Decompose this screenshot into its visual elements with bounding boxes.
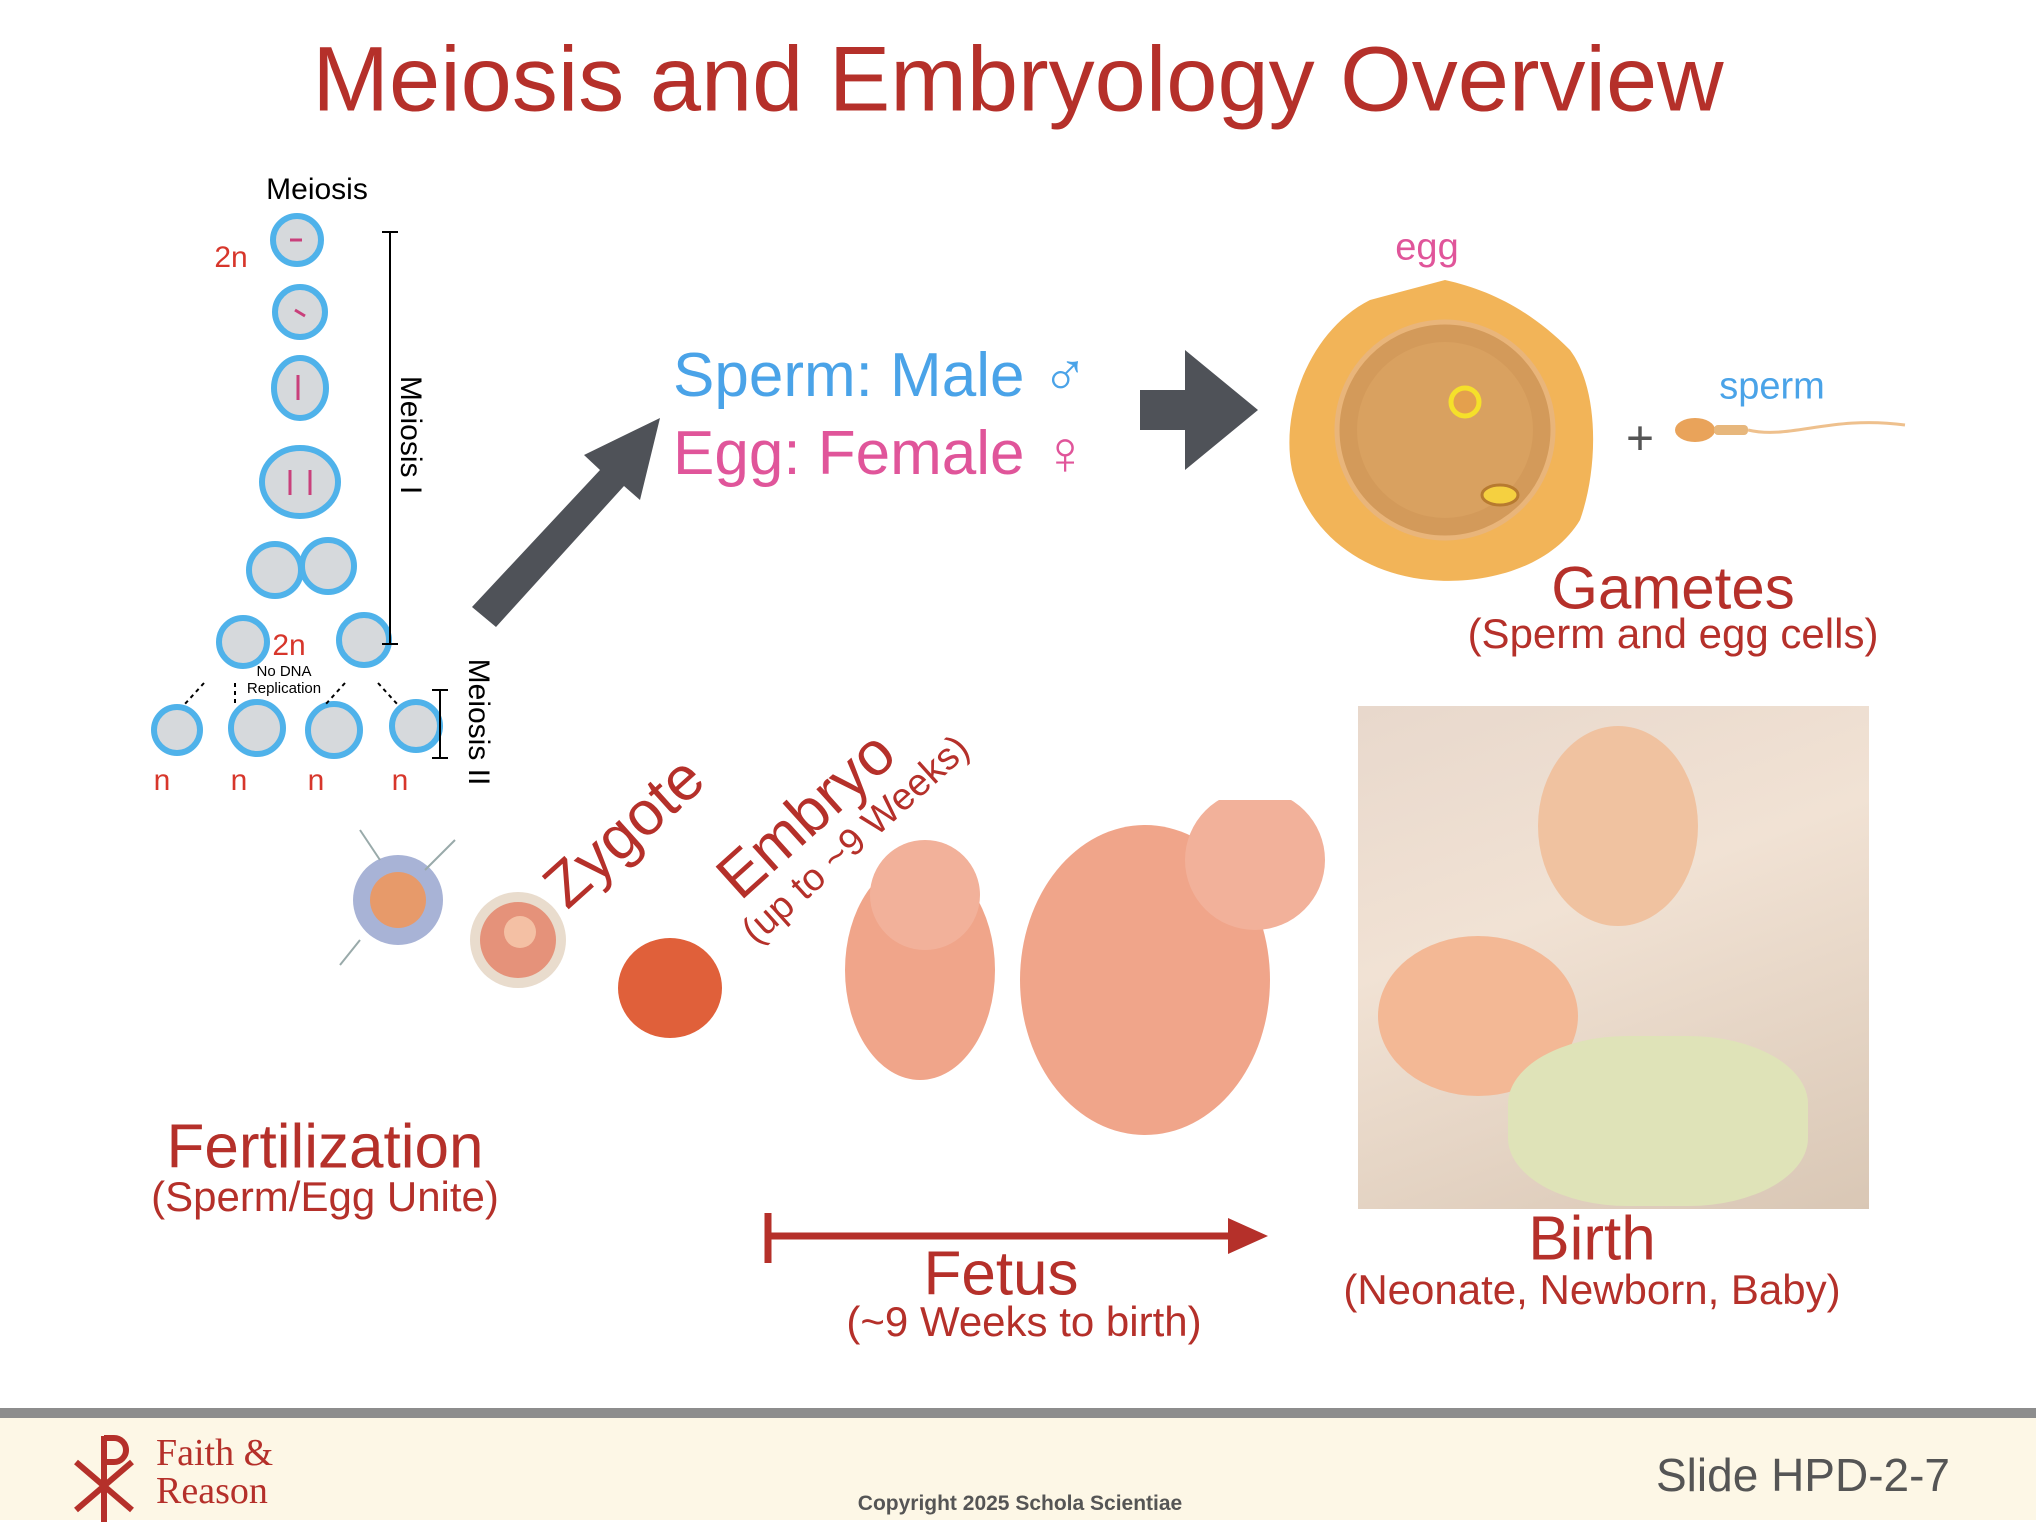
gametes-subtitle: (Sperm and egg cells) [1468,610,1879,658]
egg-label: egg [1395,226,1459,269]
haploid-label: n [153,764,171,797]
fertilization-label: Fertilization [166,1112,484,1182]
sperm-label: sperm [1719,365,1825,408]
gametes-subtitle-text: (Sperm and egg cells) [1467,610,1879,657]
copyright-text: Copyright 2025 Schola Scientiae [857,1492,1183,1515]
slide-id: Slide HPD-2-7 [1656,1449,1950,1501]
egg-illustration [1289,280,1594,581]
logo-text: Faith &Reason [156,1434,273,1510]
meiosis-heading: Meiosis [266,173,368,206]
no-dna-text: No DNA [256,663,312,680]
sperm-key-text: Sperm: Male [673,341,1025,410]
haploid-label: n [391,764,409,797]
male-symbol-icon: ♂ [1041,341,1089,410]
ploidy-2n-top: 2n [214,241,248,274]
sperm-illustration [1675,418,1906,442]
diagonal-arrow [472,418,660,627]
fetus-sublabel: (~9 Weeks to birth) [846,1298,1202,1345]
sperm-male-key: Sperm: Male ♂ [673,340,1088,411]
ploidy-2n-mid: 2n [272,629,306,662]
chi-rho-logo-icon [74,1435,134,1522]
replication-text: Replication [246,680,322,697]
plus-sign: + [1625,412,1655,466]
logo-line-1: Faith & [156,1432,274,1474]
development-illustrations [339,800,1325,1135]
fetus-timeline-arrow [764,1213,1268,1263]
footer: Faith &Reason Copyright 2025 Schola Scie… [0,1408,2036,1522]
egg-key-text: Egg: Female [673,419,1025,488]
page-title: Meiosis and Embryology Overview [312,28,1724,131]
birth-label: Birth [1528,1204,1656,1274]
haploid-label: n [230,764,248,797]
female-symbol-icon: ♀ [1041,419,1089,488]
fetus-label: Fetus [923,1239,1079,1309]
haploid-label: n [307,764,325,797]
right-arrow [1140,350,1258,470]
meiosis-cells-diagram [151,213,448,759]
birth-sublabel: (Neonate, Newborn, Baby) [1343,1266,1841,1313]
egg-female-key: Egg: Female ♀ [673,418,1088,489]
mother-baby-photo [1358,706,1869,1209]
fertilization-sublabel: (Sperm/Egg Unite) [151,1173,499,1220]
logo-line-2: Reason [156,1470,268,1512]
gametes-title: Gametes [1551,554,1795,622]
